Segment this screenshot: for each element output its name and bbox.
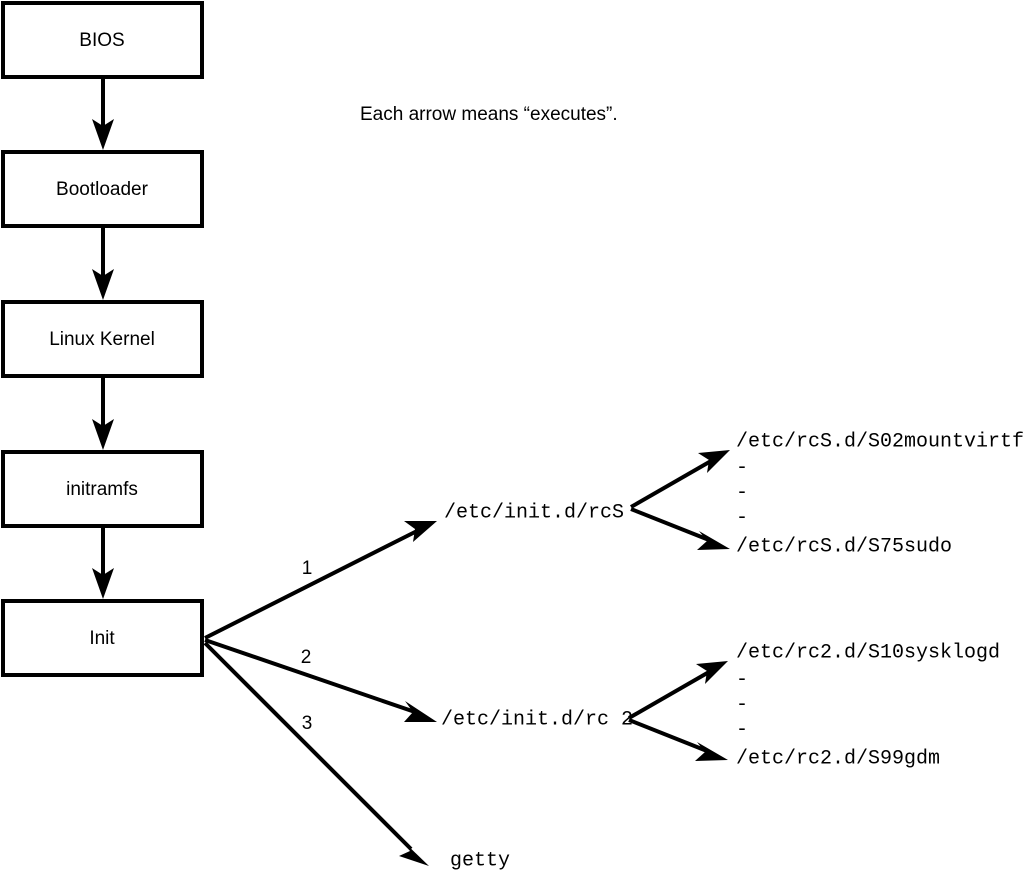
label-getty: getty xyxy=(450,849,510,872)
node-initramfs-label: initramfs xyxy=(66,479,138,500)
node-linux-kernel[interactable]: Linux Kernel xyxy=(1,300,204,378)
label-rcs-first-script: /etc/rcS.d/S02mountvirtfs xyxy=(736,430,1024,453)
node-init[interactable]: Init xyxy=(1,599,204,677)
node-bootloader-label: Bootloader xyxy=(56,179,149,200)
node-init-box xyxy=(1,599,204,677)
node-bootloader[interactable]: Bootloader xyxy=(1,150,204,228)
arrow-init-branch-3 xyxy=(203,641,429,866)
node-linux-kernel-label: Linux Kernel xyxy=(49,329,155,350)
rcs-ellipsis-dash-1: - xyxy=(736,456,748,479)
arrow-init-branch-2 xyxy=(204,638,437,722)
rc2-ellipsis-dash-1: - xyxy=(736,668,748,691)
label-rc2-first-script: /etc/rc2.d/S10sysklogd xyxy=(736,641,1000,664)
label-etc-init-d-rcs: /etc/init.d/rcS xyxy=(444,501,624,524)
node-linux-kernel-box xyxy=(1,300,204,378)
edge-number-1: 1 xyxy=(302,558,313,579)
arrow-rcs-to-last-script xyxy=(630,507,730,550)
arrow-rc2-to-last-script xyxy=(628,718,728,761)
arrow-rcs-to-first-script xyxy=(630,450,730,509)
arrow-bios-to-bootloader xyxy=(92,79,114,150)
edge-number-3: 3 xyxy=(302,713,313,734)
node-bios[interactable]: BIOS xyxy=(1,1,204,79)
node-bootloader-box xyxy=(1,150,204,228)
label-rc2-last-script: /etc/rc2.d/S99gdm xyxy=(736,747,940,770)
rcs-ellipsis-dash-3: - xyxy=(736,506,748,529)
diagram-caption: Each arrow means “executes”. xyxy=(360,104,618,125)
node-init-label: Init xyxy=(89,628,115,649)
node-bios-box xyxy=(1,1,204,79)
arrow-bootloader-to-kernel xyxy=(92,228,114,300)
node-initramfs-box xyxy=(1,450,204,528)
rc2-ellipsis-dash-3: - xyxy=(736,718,748,741)
arrow-kernel-to-initramfs xyxy=(92,378,114,450)
label-rcs-last-script: /etc/rcS.d/S75sudo xyxy=(736,535,952,558)
arrow-initramfs-to-init xyxy=(92,528,114,599)
label-etc-init-d-rc-2: /etc/init.d/rc 2 xyxy=(441,708,633,731)
edge-number-2: 2 xyxy=(301,647,312,668)
arrow-rc2-to-first-script xyxy=(628,661,728,720)
node-bios-label: BIOS xyxy=(79,30,124,51)
arrow-init-branch-1 xyxy=(204,521,437,640)
node-initramfs[interactable]: initramfs xyxy=(1,450,204,528)
rc2-ellipsis-dash-2: - xyxy=(736,693,748,716)
rcs-ellipsis-dash-2: - xyxy=(736,481,748,504)
